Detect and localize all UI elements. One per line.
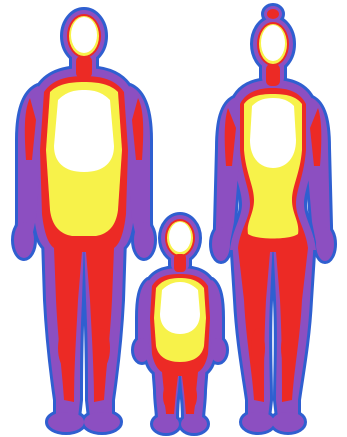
child-white-zone bbox=[160, 282, 200, 334]
man-head-core bbox=[71, 17, 97, 53]
woman-white-zone bbox=[250, 98, 296, 168]
woman-head-core bbox=[261, 25, 285, 61]
child-head-core bbox=[169, 222, 191, 252]
man-white-zone bbox=[54, 90, 114, 172]
